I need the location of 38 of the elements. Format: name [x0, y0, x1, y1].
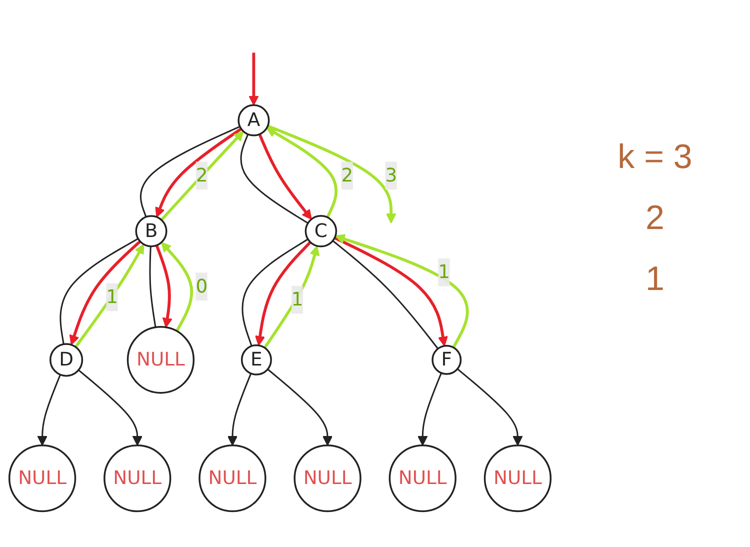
node-circle: NULL — [126, 326, 195, 394]
node-circle: NULL — [198, 444, 266, 512]
node-circle: A — [238, 104, 270, 136]
arrow — [267, 124, 396, 224]
arrow — [160, 242, 194, 332]
edge-label: 1 — [106, 285, 118, 308]
annotation-text: k = 3 — [616, 138, 694, 177]
node-circle: D — [49, 342, 84, 376]
arrow — [267, 368, 333, 446]
annotation-text: 1 — [644, 260, 666, 299]
node-circle: C — [304, 214, 338, 247]
arrow — [69, 240, 142, 345]
node-circle: NULL — [294, 444, 362, 512]
arrow — [456, 368, 523, 446]
arrow — [227, 372, 252, 446]
arrow — [78, 369, 142, 446]
edge-label: 1 — [291, 288, 304, 310]
edge-label: 2 — [341, 164, 354, 186]
annotation-text: 2 — [644, 199, 666, 238]
node-circle: NULL — [484, 444, 552, 512]
node-circle: B — [135, 214, 168, 247]
node-circle: NULL — [104, 444, 172, 512]
node-circle: NULL — [8, 444, 76, 512]
node-circle: NULL — [388, 444, 456, 512]
arrow — [258, 133, 312, 220]
arrow — [418, 372, 442, 446]
edge-label: 1 — [438, 260, 450, 283]
node-circle: F — [432, 344, 462, 375]
arrow — [334, 234, 469, 348]
edge-label: 3 — [385, 164, 398, 186]
edge-label: 0 — [196, 274, 208, 297]
node-circle: E — [240, 344, 272, 376]
arrow — [254, 240, 312, 346]
arrow — [37, 374, 61, 446]
arrow — [248, 52, 259, 106]
edge-label: 2 — [196, 164, 208, 186]
arrow — [266, 127, 338, 218]
arrow — [155, 244, 172, 328]
